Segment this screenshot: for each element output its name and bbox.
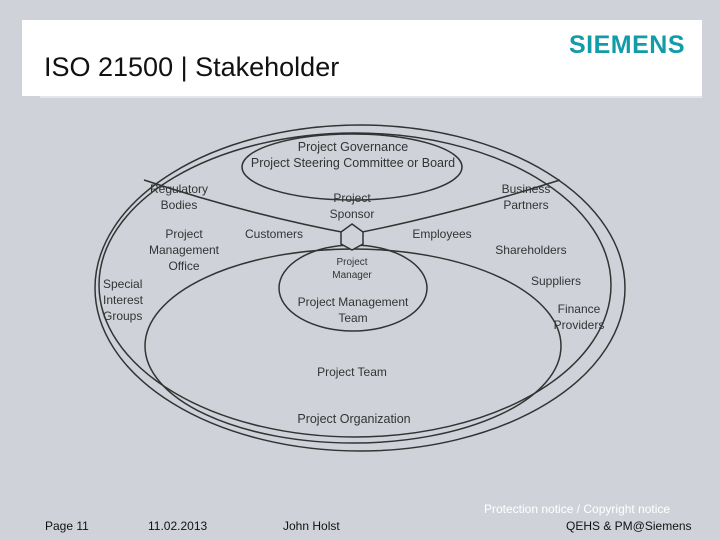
inner-stakeholder-ellipse (98, 132, 612, 438)
label-project-sponsor-1: Project (333, 191, 371, 205)
label-shareholders: Shareholders (495, 243, 566, 257)
protection-notice: Protection notice / Copyright notice (484, 502, 671, 516)
label-pmo-1: Project (165, 227, 203, 241)
label-pm-team-1: Project Management (298, 295, 409, 309)
label-steering-committee: Project Steering Committee or Board (251, 156, 455, 170)
page-number: Page 11 (45, 519, 89, 533)
label-pmo-2: Management (149, 243, 220, 257)
label-finance-providers-1: Finance (558, 302, 601, 316)
label-finance-providers-2: Providers (554, 318, 605, 332)
slide-title: ISO 21500 | Stakeholder (44, 52, 340, 82)
label-project-manager-1: Project (336, 257, 367, 268)
label-project-manager-2: Manager (332, 270, 372, 281)
slide-date: 11.02.2013 (148, 519, 208, 533)
label-project-sponsor-2: Sponsor (330, 207, 375, 221)
header-bar (22, 20, 702, 96)
copyright-text: QEHS & PM@Siemens (566, 519, 692, 533)
right-connector-curve (351, 179, 561, 235)
label-regulatory-bodies-2: Bodies (161, 198, 198, 212)
label-pm-team-2: Team (338, 311, 367, 325)
label-project-organization: Project Organization (297, 412, 410, 426)
siemens-logo: SIEMENS (569, 31, 686, 59)
label-special-interest-1: Special (103, 277, 142, 291)
header-divider (40, 96, 702, 98)
center-hub (340, 223, 364, 251)
label-customers: Customers (245, 227, 303, 241)
label-project-governance: Project Governance (298, 140, 409, 154)
label-employees: Employees (412, 227, 471, 241)
label-regulatory-bodies-1: Regulatory (150, 182, 208, 196)
label-business-partners-1: Business (502, 182, 551, 196)
label-special-interest-3: Groups (103, 309, 142, 323)
author-name: John Holst (283, 519, 340, 533)
label-special-interest-2: Interest (103, 293, 144, 307)
outer-stakeholder-ellipse (94, 124, 626, 452)
left-connector-curve (143, 179, 353, 235)
label-suppliers: Suppliers (531, 274, 581, 288)
label-project-team: Project Team (317, 365, 387, 379)
governance-ellipse (241, 133, 463, 201)
label-pmo-3: Office (168, 259, 199, 273)
label-business-partners-2: Partners (503, 198, 548, 212)
